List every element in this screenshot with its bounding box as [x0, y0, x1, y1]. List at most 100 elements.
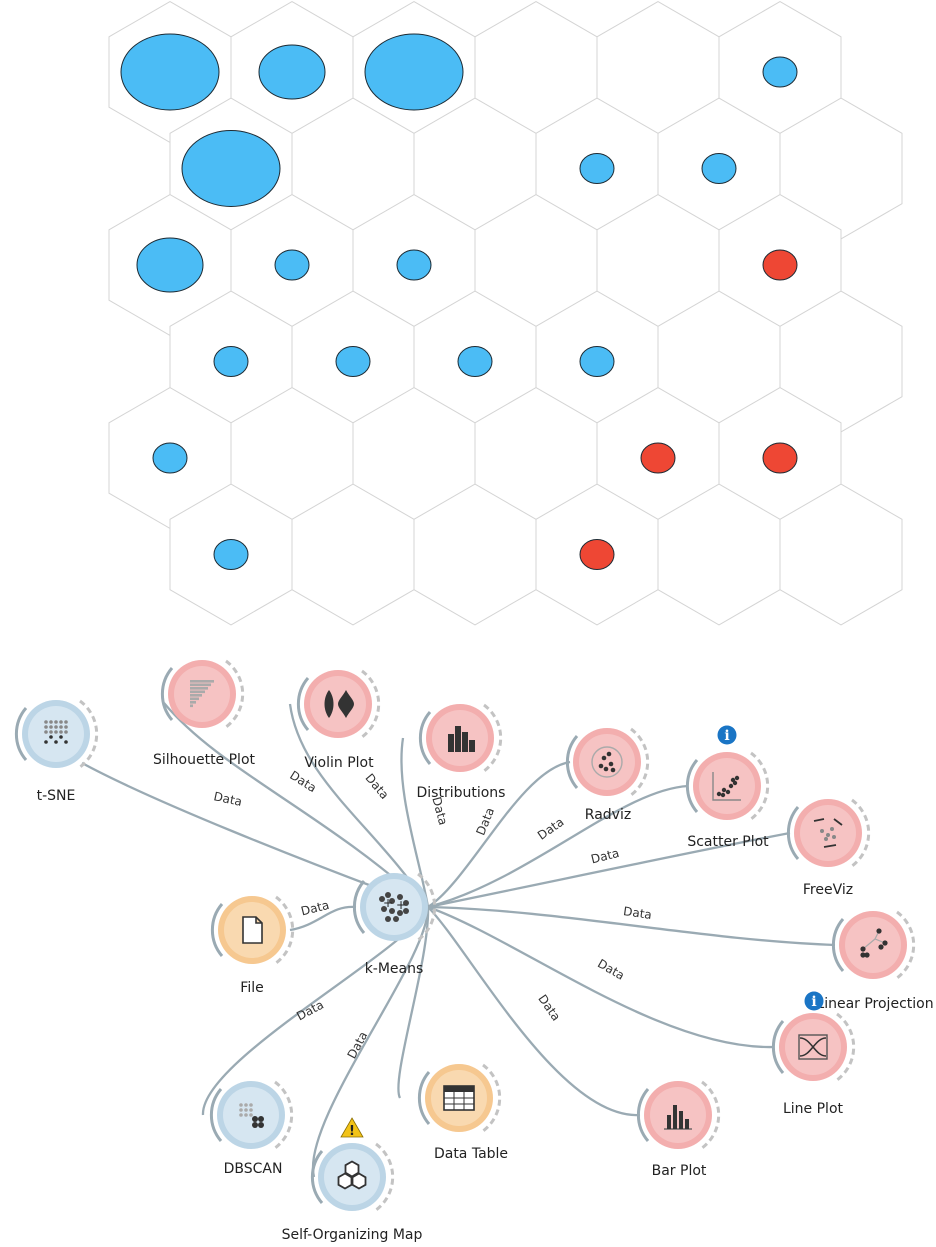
input-anchor[interactable]: [418, 711, 432, 765]
input-anchor[interactable]: [771, 1020, 785, 1074]
som-cell-marker-blue: [579, 153, 615, 184]
node-lineplot[interactable]: Line Plot: [771, 1012, 856, 1117]
node-body: [579, 734, 635, 790]
node-label: Linear Projection: [816, 996, 933, 1012]
node-tsne[interactable]: t-SNE: [14, 699, 99, 804]
input-anchor[interactable]: [352, 880, 366, 934]
node-body: [28, 706, 84, 762]
link-label: Data: [589, 846, 620, 867]
link-label: Data: [212, 789, 243, 809]
som-cell-marker-blue: [396, 249, 432, 281]
node-label: Line Plot: [783, 1101, 844, 1117]
node-file[interactable]: File: [210, 895, 295, 996]
info-icon[interactable]: i: [804, 991, 824, 1011]
node-violin[interactable]: Violin Plot: [296, 669, 381, 771]
node-label: Silhouette Plot: [153, 752, 256, 768]
node-kmeans[interactable]: ++ k-Means: [352, 872, 437, 977]
node-label: Scatter Plot: [687, 834, 769, 850]
input-anchor[interactable]: [210, 903, 224, 957]
node-som[interactable]: Self-Organizing Map!: [282, 1117, 423, 1243]
input-anchor[interactable]: [14, 707, 28, 761]
link-file-kmeans[interactable]: [289, 905, 357, 932]
input-anchor[interactable]: [831, 918, 845, 972]
node-label: FreeViz: [803, 882, 853, 898]
input-anchor[interactable]: [296, 677, 310, 731]
link-label: Data: [299, 898, 330, 919]
node-datatable[interactable]: Data Table: [417, 1063, 508, 1162]
som-cell-marker-blue: [213, 346, 249, 377]
link-kmeans-lineplot[interactable]: [427, 905, 775, 1049]
svg-text:!: !: [349, 1124, 355, 1139]
node-label: File: [240, 980, 263, 996]
som-cell-marker-red: [640, 442, 676, 474]
som-icon: [337, 1160, 367, 1190]
distributions-icon: [448, 726, 475, 752]
som-cell-marker-blue: [701, 153, 737, 184]
dbscan-icon: [239, 1103, 264, 1128]
link-label: Data: [622, 904, 652, 922]
bar-plot-icon: [664, 1105, 692, 1130]
node-silhouette[interactable]: Silhouette Plot: [153, 659, 256, 768]
som-cell-marker-red: [762, 442, 798, 474]
som-cell-marker-blue: [213, 539, 249, 570]
som-cell-marker-blue: [335, 346, 371, 377]
warning-icon[interactable]: !: [340, 1117, 364, 1139]
som-cell-marker-blue: [364, 33, 464, 111]
freeviz-icon: [813, 818, 843, 848]
info-icon[interactable]: i: [717, 725, 737, 745]
kmeans-icon: ++: [379, 892, 409, 922]
som-cell-marker-blue: [579, 346, 615, 377]
link-kmeans-scatter[interactable]: [427, 784, 689, 909]
node-freeviz[interactable]: FreeViz: [786, 798, 871, 898]
link-kmeans-linproj[interactable]: [427, 905, 836, 947]
som-cell-marker-red: [762, 249, 798, 281]
link-kmeans-distributions[interactable]: [400, 737, 430, 908]
node-distributions[interactable]: Distributions: [417, 703, 506, 801]
node-label: Distributions: [417, 785, 506, 801]
workflow-nodes: File ++ k-Means t-SNE Silhouette Plot Violin …: [14, 659, 934, 1243]
svg-text:i: i: [724, 728, 729, 744]
link-kmeans-silhouette[interactable]: [163, 702, 429, 908]
som-cell[interactable]: [779, 483, 903, 626]
tsne-icon: [44, 720, 68, 744]
link-kmeans-som[interactable]: [311, 906, 430, 1178]
svg-text:+: +: [383, 896, 393, 910]
node-radviz[interactable]: Radviz: [565, 727, 650, 823]
input-anchor[interactable]: [786, 806, 800, 860]
link-label: Data: [535, 992, 563, 1024]
input-anchor[interactable]: [310, 1150, 324, 1204]
linear-projection-icon: [860, 928, 888, 958]
violin-icon: [324, 690, 354, 718]
line-plot-icon: [798, 1034, 828, 1060]
radviz-icon: [591, 746, 623, 778]
silhouette-icon: [190, 680, 214, 708]
link-label: Data: [287, 768, 319, 795]
scatter-icon: [712, 772, 741, 801]
link-kmeans-radviz[interactable]: [427, 760, 571, 908]
input-anchor[interactable]: [565, 735, 579, 789]
node-dbscan[interactable]: DBSCAN: [209, 1080, 294, 1177]
node-label: t-SNE: [37, 788, 76, 804]
input-anchor[interactable]: [209, 1088, 223, 1142]
link-kmeans-freeviz[interactable]: [427, 831, 791, 909]
link-label: Data: [473, 806, 497, 838]
node-label: Data Table: [434, 1146, 508, 1162]
som-cell-marker-blue: [120, 33, 220, 111]
svg-text:+: +: [396, 898, 406, 912]
self-organizing-map-grid: [108, 1, 903, 626]
link-kmeans-barplot[interactable]: [427, 906, 641, 1117]
input-anchor[interactable]: [636, 1088, 650, 1142]
input-anchor[interactable]: [417, 1071, 431, 1125]
node-label: Violin Plot: [304, 755, 374, 771]
node-label: k-Means: [365, 961, 424, 977]
node-barplot[interactable]: Bar Plot: [636, 1080, 721, 1179]
input-anchor[interactable]: [685, 759, 699, 813]
som-cell-marker-blue: [181, 130, 281, 207]
input-anchor[interactable]: [160, 667, 174, 721]
node-body: [650, 1087, 706, 1143]
node-scatter[interactable]: Scatter Plot i: [685, 725, 769, 851]
node-body: [845, 917, 901, 973]
table-icon: [443, 1085, 475, 1111]
